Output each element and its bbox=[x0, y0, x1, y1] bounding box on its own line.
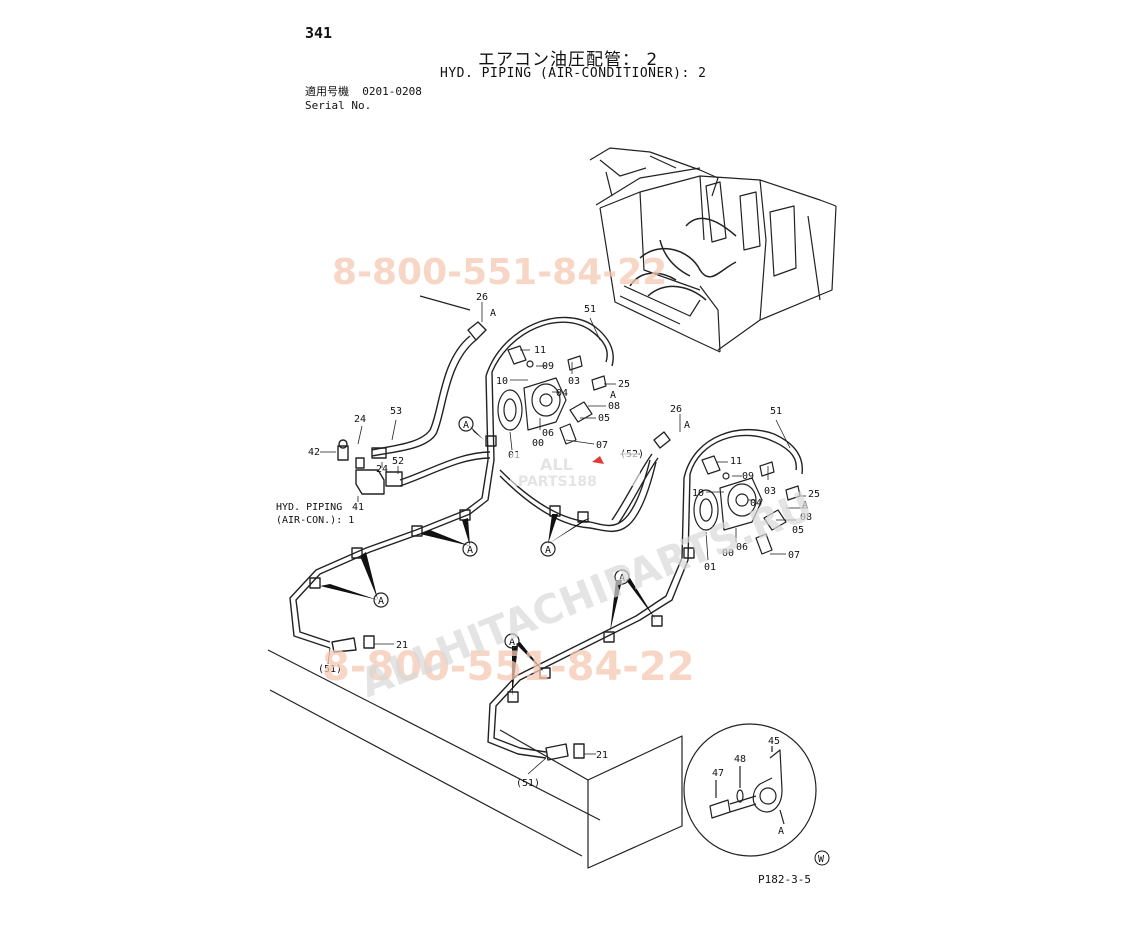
detail-labels: 45 48 47 A bbox=[712, 736, 784, 837]
detail-caption: A bbox=[778, 826, 784, 837]
label-51-ref-left: (51) bbox=[318, 664, 342, 675]
marker-a-5: A bbox=[619, 573, 625, 584]
watermark-phone-top: 8-800-551-84-22 bbox=[332, 252, 667, 293]
label-10-right: 10 bbox=[692, 488, 704, 499]
label-a-right-1: A bbox=[684, 420, 690, 431]
machine-cab-outline bbox=[589, 147, 837, 353]
label-51-left: 51 bbox=[584, 304, 596, 315]
marker-a-4: A bbox=[545, 545, 551, 556]
logo-red-mark bbox=[592, 456, 604, 464]
label-04-right: 04 bbox=[750, 498, 762, 509]
label-00-right: 00 bbox=[722, 548, 734, 559]
label-07-left: 07 bbox=[596, 440, 608, 451]
label-10-left: 10 bbox=[496, 376, 508, 387]
title-japanese: エアコン油圧配管： 2 bbox=[478, 50, 659, 70]
footer-mark-letter: W bbox=[818, 854, 825, 865]
serial-range: 0201-0208 bbox=[362, 85, 422, 98]
cross-ref-line-1: HYD. PIPING bbox=[276, 502, 342, 513]
serial-label-jp: 適用号機 bbox=[305, 85, 349, 98]
marker-a-2: A bbox=[467, 545, 473, 556]
label-51-right: 51 bbox=[770, 406, 782, 417]
label-01-right: 01 bbox=[704, 562, 716, 573]
label-03-right: 03 bbox=[764, 486, 776, 497]
label-25-right: 25 bbox=[808, 489, 820, 500]
label-00-left: 00 bbox=[532, 438, 544, 449]
serial-label-en: Serial No. bbox=[305, 99, 372, 112]
left-hose-assembly bbox=[289, 316, 657, 653]
reference-code: P182-3-5 bbox=[758, 873, 811, 886]
label-11-right: 11 bbox=[730, 456, 742, 467]
cross-reference: HYD. PIPING (AIR-CON.): 1 bbox=[276, 502, 354, 526]
label-05-right: 05 bbox=[792, 525, 804, 536]
detail-a-view bbox=[683, 723, 817, 857]
footer-mark: W bbox=[814, 850, 830, 866]
label-a-right-2: A bbox=[802, 500, 808, 511]
label-21-left: 21 bbox=[396, 640, 408, 651]
label-a-left-2: A bbox=[610, 390, 616, 401]
label-41: 41 bbox=[352, 502, 364, 513]
label-25-left: 25 bbox=[618, 379, 630, 390]
watermark-logo-bg bbox=[510, 452, 640, 486]
label-08-left: 08 bbox=[608, 401, 620, 412]
label-06-left: 06 bbox=[542, 428, 554, 439]
label-52: 52 bbox=[392, 456, 404, 467]
clamp-pointers bbox=[320, 426, 656, 696]
label-07-right: 07 bbox=[788, 550, 800, 561]
label-51-ref-right: (51) bbox=[516, 778, 540, 789]
label-26-left: 26 bbox=[476, 292, 488, 303]
marker-a-1: A bbox=[463, 420, 469, 431]
floor-frame-lines bbox=[267, 295, 683, 869]
label-53: 53 bbox=[390, 406, 402, 417]
label-48: 48 bbox=[734, 754, 746, 765]
serial-block: 適用号機 0201-0208 Serial No. bbox=[305, 85, 422, 113]
clamp-markers bbox=[373, 416, 630, 649]
label-05-left: 05 bbox=[598, 413, 610, 424]
part-labels-left: 26 A 51 11 09 10 03 04 25 A 05 08 06 00 … bbox=[308, 292, 630, 675]
watermark-logo-line-2: PARTS188 bbox=[518, 474, 597, 490]
label-26-right: 26 bbox=[670, 404, 682, 415]
right-hose-assembly bbox=[487, 428, 803, 761]
label-a-left-1: A bbox=[490, 308, 496, 319]
marker-a-6: A bbox=[509, 637, 515, 648]
label-45: 45 bbox=[768, 736, 780, 747]
label-06-right: 06 bbox=[736, 542, 748, 553]
label-03-left: 03 bbox=[568, 376, 580, 387]
label-09-left: 09 bbox=[542, 361, 554, 372]
label-08-right: 08 bbox=[800, 512, 812, 523]
title-english: HYD. PIPING (AIR-CONDITIONER): 2 bbox=[440, 66, 707, 81]
label-11-left: 11 bbox=[534, 345, 546, 356]
label-42: 42 bbox=[308, 447, 320, 458]
page-number: 341 bbox=[305, 24, 333, 42]
watermark-phone-bottom: 8-800-551-84-22 bbox=[322, 644, 695, 690]
left-pump-unit bbox=[497, 345, 607, 445]
label-09-right: 09 bbox=[742, 471, 754, 482]
label-24-lower: 24 bbox=[376, 464, 388, 475]
marker-a-3: A bbox=[378, 596, 384, 607]
cab-internal-piping bbox=[629, 217, 737, 301]
label-04-left: 04 bbox=[556, 388, 568, 399]
label-21-right: 21 bbox=[596, 750, 608, 761]
watermark-logo-line-1: ALL bbox=[540, 455, 573, 474]
label-24-upper: 24 bbox=[354, 414, 366, 425]
label-47: 47 bbox=[712, 768, 724, 779]
cross-ref-line-2: (AIR-CON.): 1 bbox=[276, 515, 354, 526]
